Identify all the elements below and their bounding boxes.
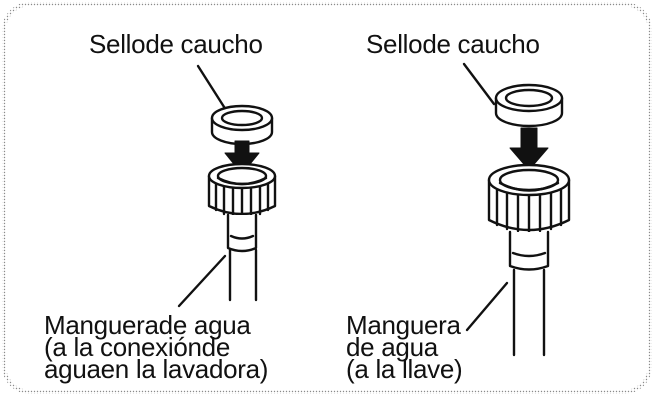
right-hose-label-line: de agua bbox=[346, 332, 438, 362]
right-hose-label-line: (a la llave) bbox=[346, 354, 463, 384]
left-seal-label: Sellode caucho bbox=[89, 29, 263, 59]
left-hose-label: Manguerade agua (a la conexiónde aguaen … bbox=[44, 310, 269, 384]
right-hose-icon bbox=[512, 268, 546, 357]
right-rubber-seal-icon bbox=[494, 83, 564, 128]
right-hose-label-line: Manguera bbox=[346, 310, 461, 340]
left-hose-assembly bbox=[177, 64, 277, 308]
left-hose-leader-line bbox=[177, 254, 227, 308]
left-hose-label-line: Manguerade agua bbox=[44, 310, 251, 340]
left-hose-label-line: aguaen la lavadora) bbox=[44, 354, 269, 384]
right-down-arrow-icon bbox=[509, 127, 549, 171]
left-hose-icon bbox=[228, 248, 258, 302]
right-seal-leader-line bbox=[462, 62, 496, 106]
right-coupling-nut-icon bbox=[487, 163, 571, 234]
right-hose-assembly bbox=[462, 62, 571, 357]
left-rubber-seal-icon bbox=[210, 104, 274, 146]
left-hose-label-line: (a la conexiónde bbox=[44, 332, 230, 362]
right-hose-label: Manguera de agua (a la llave) bbox=[346, 310, 463, 384]
right-seal-label: Sellode caucho bbox=[366, 29, 540, 59]
left-seal-leader-line bbox=[196, 64, 228, 112]
left-coupling-nut-icon bbox=[207, 162, 277, 218]
right-hose-leader-line bbox=[465, 281, 509, 332]
left-hose-neck-icon bbox=[226, 213, 258, 253]
right-hose-neck-icon bbox=[508, 230, 550, 271]
